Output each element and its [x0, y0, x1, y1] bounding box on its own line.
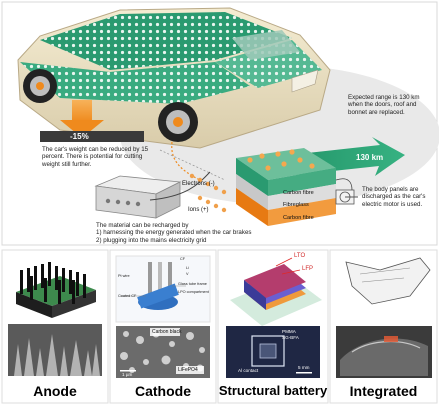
cathode-label-v: V	[186, 272, 189, 276]
anode-panel	[1, 249, 109, 404]
cathode-scale: 1 µm	[122, 372, 133, 377]
cathode-label-pt-wire: Pt wire	[118, 274, 130, 278]
structural-label-lfp: LFP	[302, 266, 314, 272]
ion-trail	[197, 195, 227, 213]
recharge-line-1: The material can be recharged by	[96, 222, 189, 229]
car-illustration	[17, 7, 331, 149]
range-value: 130 km	[356, 153, 384, 162]
structural-photo-label-al: Al contact	[238, 368, 259, 373]
body-panels-text: The body panels are discharged as the ca…	[362, 186, 426, 208]
structural-label-lto: LTO	[294, 253, 306, 259]
weight-percent: -15%	[70, 132, 89, 141]
layer-label-middle: Fibreglass	[283, 202, 309, 208]
ions-label: Ions (+)	[188, 207, 209, 213]
panel-title-cathode: Cathode	[135, 383, 191, 399]
weight-arrow	[60, 100, 104, 138]
cathode-panel	[109, 249, 217, 404]
recharge-line-3: 2) plugging into the mains electricity g…	[96, 236, 207, 244]
cathode-label-cf: CF	[180, 257, 186, 261]
panel-title-integrated: Integrated	[349, 383, 418, 399]
structural-photo-label-pmma: PMMA	[282, 329, 296, 334]
motor-icon	[335, 178, 358, 205]
cathode-label-li: Li	[186, 266, 189, 270]
cathode-sem-label-lifepo: LiFePO4	[178, 367, 198, 373]
cathode-label-glass-tube: Glass tube frame	[178, 282, 207, 286]
cathode-label-lpo: LPO compartment	[178, 290, 209, 294]
charger-box	[94, 171, 211, 219]
weight-text: The car's weight can be reduced by 15 pe…	[42, 146, 149, 168]
electron-trail	[189, 173, 227, 195]
cathode-label-coated-cf: Coated CF	[118, 294, 137, 298]
recharge-text: The material can be recharged by 1) harn…	[96, 222, 296, 244]
structural-battery-panel	[217, 249, 329, 404]
panel-title-structural-battery: Structural battery	[218, 383, 328, 398]
structural-photo-label-sgbfa: SG-BFA	[282, 335, 299, 340]
weight-banner	[40, 131, 144, 142]
integrated-panel	[329, 249, 438, 404]
layer-label-bottom: Carbon fibre	[283, 215, 314, 221]
battery-layers	[236, 148, 336, 226]
electrons-label: Electrons (-)	[182, 181, 215, 187]
range-text: Expected range is 130 km when the doors,…	[348, 94, 420, 116]
layer-label-top: Carbon fibre	[283, 190, 314, 196]
structural-scale: 5 mm	[298, 365, 310, 370]
recharge-line-2: 1) harnessing the energy generated when …	[96, 229, 252, 237]
cathode-sem-label-carbon: Carbon black	[152, 329, 182, 335]
panel-title-anode: Anode	[33, 383, 77, 399]
